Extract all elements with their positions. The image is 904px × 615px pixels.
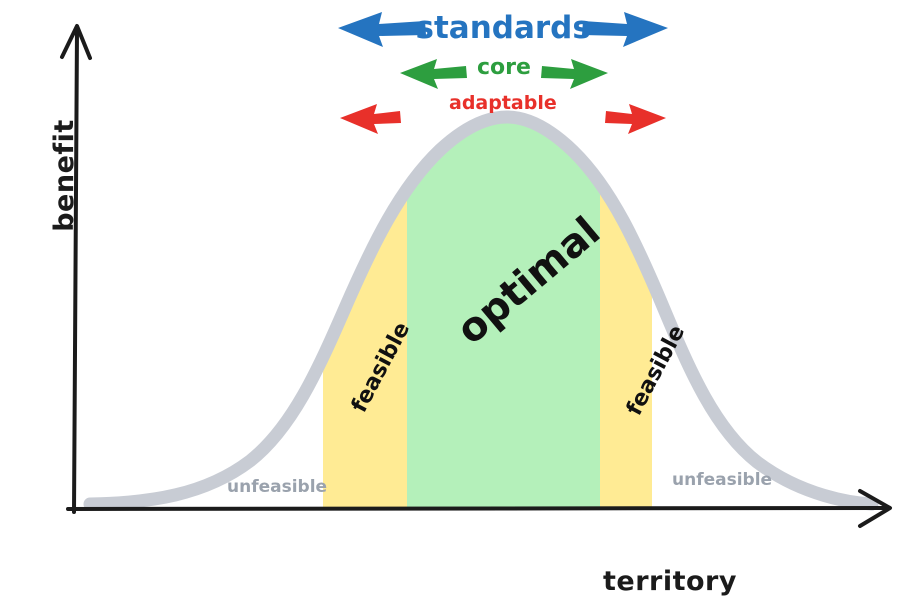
- standards-arrow-left: [338, 12, 426, 47]
- feasible-left-region: [323, 191, 407, 508]
- adaptable-arrow-left: [340, 104, 401, 134]
- optimal-region: [407, 119, 600, 508]
- core-arrow-left: [400, 59, 467, 89]
- unfeasible-left-label: unfeasible: [227, 477, 328, 497]
- standards-arrow-right: [582, 12, 668, 47]
- y-axis-label: benefit: [48, 119, 80, 232]
- x-axis-line: [66, 506, 888, 511]
- standards-arrows: [338, 12, 668, 47]
- core-arrows: [400, 59, 608, 89]
- core-arrow-right: [541, 59, 608, 89]
- bell-curve: [83, 110, 879, 511]
- axes: [60, 24, 892, 528]
- x-axis-label: territory: [603, 566, 737, 597]
- y-axis-line: [72, 28, 79, 514]
- x-axis-arrowhead: [858, 489, 892, 528]
- unfeasible-right-label: unfeasible: [672, 470, 773, 490]
- adaptable-arrows: [340, 104, 666, 134]
- standards-band-label: standards: [415, 10, 591, 46]
- adaptable-arrow-right: [605, 104, 666, 134]
- adaptable-band-label: adaptable: [449, 92, 557, 114]
- core-band-label: core: [477, 55, 531, 80]
- region-fills: [323, 119, 652, 508]
- y-axis-arrowhead: [60, 24, 92, 60]
